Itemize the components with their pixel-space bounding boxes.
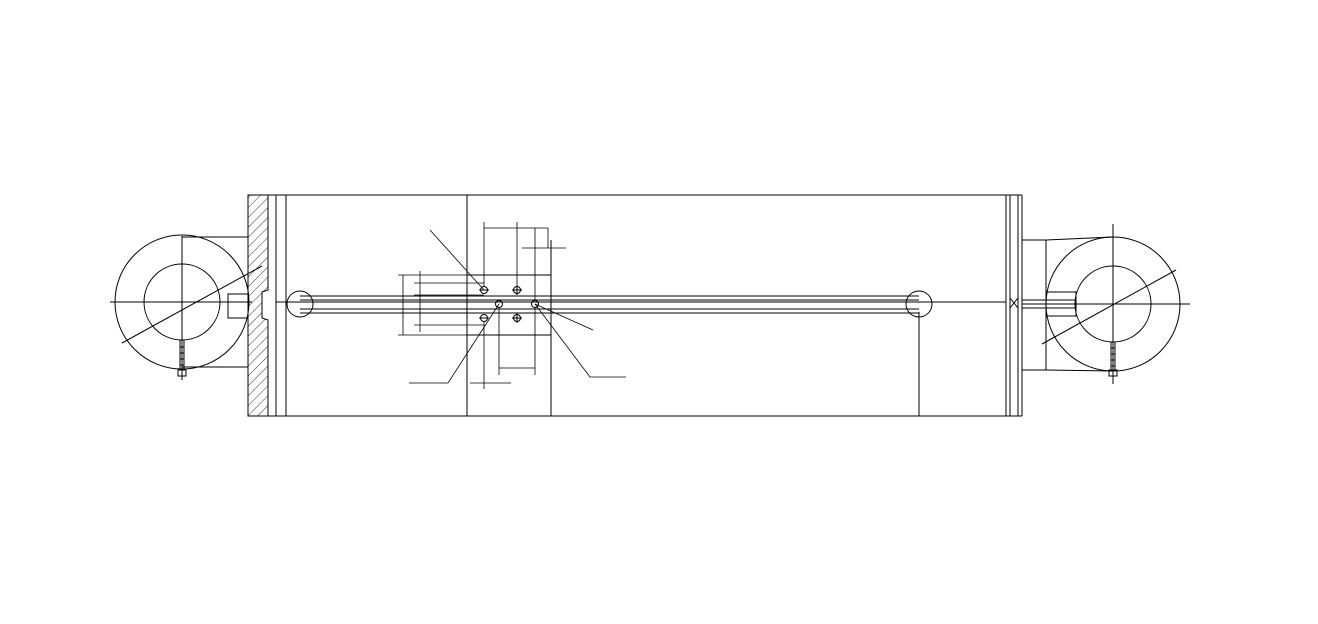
left-end-cap (248, 195, 286, 416)
right-eye-neck-bottom (1046, 370, 1113, 371)
rod-left-end-circle (287, 291, 313, 317)
port-hole-center (496, 301, 503, 308)
left-weld-block (228, 294, 248, 318)
leader-bottom-left (409, 304, 499, 383)
right-grease-fitting-nut (1109, 370, 1117, 376)
piston-rod (287, 291, 932, 317)
rod-right-end-circle (906, 291, 932, 317)
port-block-outline (467, 275, 551, 335)
right-eye-neck-top (1046, 237, 1113, 240)
right-weld-stub (1046, 292, 1076, 316)
left-grease-fitting-nut (178, 370, 186, 376)
right-flange-block (1022, 240, 1046, 370)
port-hole-right (532, 301, 539, 308)
right-cap-x-mark-2 (1010, 298, 1018, 308)
leader-right-upper (535, 304, 593, 330)
right-end-cap (1006, 195, 1046, 416)
leader-right-lower (535, 304, 626, 377)
port-block (467, 275, 551, 335)
left-clevis-eye (110, 235, 262, 380)
leader-top-left (430, 230, 484, 290)
right-clevis-eye (1022, 224, 1190, 384)
left-eye-diameter-leader (122, 266, 262, 343)
cylinder-barrel (248, 195, 1006, 416)
right-eye-diameter-leader (1042, 270, 1176, 344)
dimension-lines (398, 222, 626, 389)
left-end-cap-hatch (248, 195, 268, 416)
